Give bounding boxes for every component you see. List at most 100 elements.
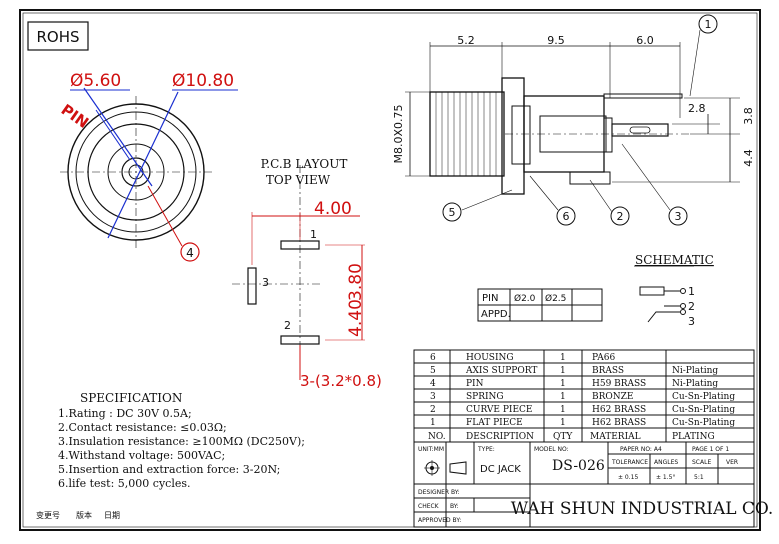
bom-cell-desc: PIN [466, 379, 484, 389]
schem-wire-3 [647, 311, 680, 323]
pin-table-d25: Ø2.5 [545, 293, 566, 304]
projection-symbol-icon [424, 460, 467, 476]
callout-4-leader [147, 185, 183, 247]
dim-outer-diameter: Ø10.80 [172, 71, 234, 91]
bom-h-qty: QTY [553, 432, 573, 442]
callout-1-circle [698, 14, 718, 34]
bom-h-plating: PLATING [672, 432, 715, 442]
pcb-dim-v2: 4.40 [346, 299, 366, 337]
bom-cell-desc: FLAT PIECE [466, 418, 523, 428]
page-no: PAGE 1 OF 1 [692, 446, 729, 453]
bom-cell-no: 2 [430, 405, 436, 415]
pcb-holes-note: 3-(3.2*0.8) [300, 372, 382, 390]
thread-dim: M8.0X0.75 [392, 104, 405, 163]
approved-label: APPROVED BY: [418, 517, 461, 524]
rohs-box [27, 21, 89, 51]
schem-pin-1: 1 [688, 285, 695, 298]
terminal-top [603, 93, 683, 99]
bom-cell-material: BRONZE [592, 392, 633, 402]
schem-node-1 [680, 288, 686, 294]
leader-3 [621, 143, 671, 211]
solder-slot [629, 126, 651, 134]
type-value: DC JACK [480, 464, 521, 475]
tolerance-value: ± 0.15 [618, 474, 638, 481]
bom-cell-qty: 1 [560, 405, 566, 415]
dim-f: 4.4 [742, 149, 755, 167]
dim-d: 2.8 [688, 102, 706, 115]
callout-4: 4 [186, 246, 194, 260]
title-block-grid [413, 441, 755, 528]
bom-cell-no: 1 [430, 418, 436, 428]
bom-cell-plating: Cu-Sn-Plating [672, 392, 735, 402]
schematic-title: SCHEMATIC [635, 253, 714, 267]
bom-cell-no: 4 [430, 379, 436, 389]
pin-table-d20: Ø2.0 [514, 293, 536, 304]
bom-cell-material: PA66 [592, 353, 615, 363]
leader-6 [529, 175, 559, 211]
rev-version: 版本 [76, 510, 92, 520]
check-label: CHECK [418, 503, 440, 510]
spec-line-2: 2.Contact resistance: ≤0.03Ω; [58, 421, 227, 434]
callout-3: 3 [675, 210, 682, 223]
callout-5: 5 [449, 206, 456, 219]
spec-line-3: 3.Insulation resistance: ≥100MΩ (DC250V)… [58, 435, 305, 448]
housing-thread [429, 91, 505, 177]
paper-no: PAPER NO: A4 [620, 446, 662, 453]
bom-cell-material: H62 BRASS [592, 405, 646, 415]
callout-2: 2 [617, 210, 624, 223]
pin-label: PIN [58, 101, 92, 132]
bom-h-desc: DESCRIPTION [466, 432, 534, 442]
bom-cell-desc: CURVE PIECE [466, 405, 533, 415]
callout-6: 6 [563, 210, 570, 223]
bom-cell-material: BRASS [592, 366, 624, 376]
model-label: MODEL NO: [534, 446, 569, 453]
schem-node-2 [680, 303, 686, 309]
bom-cell-qty: 1 [560, 379, 566, 389]
schem-pin-2: 2 [688, 300, 695, 313]
pcb-pad-3 [247, 267, 257, 305]
bom-cell-plating: Ni-Plating [672, 366, 718, 376]
leader-1 [689, 29, 701, 97]
bom-h-no: NO. [428, 432, 446, 442]
bom-cell-qty: 1 [560, 418, 566, 428]
unit-label: UNIT:MM [418, 446, 444, 453]
angles-value: ± 1.5° [656, 474, 675, 481]
pcb-dim-top: 4.00 [314, 199, 352, 219]
pin-leader [95, 109, 131, 161]
model-value: DS-026 [552, 458, 605, 474]
bom-table-grid [413, 349, 755, 443]
bom-cell-no: 5 [430, 366, 436, 376]
pin-table-appd: APPD. [481, 309, 511, 320]
housing-flange [501, 77, 525, 195]
tolerance-label: TOLERANCE [611, 459, 648, 466]
bom-cell-desc: AXIS SUPPORT [465, 366, 537, 376]
sheet-inner-border [22, 12, 758, 528]
pcb-pin3-label: 3 [262, 276, 269, 289]
callout-4-circle [180, 242, 200, 262]
leader-5 [461, 189, 513, 211]
spec-line-6: 6.life test: 5,000 cycles. [58, 477, 191, 490]
scale-label: SCALE [692, 459, 711, 466]
pin-cap [603, 117, 613, 153]
bom-cell-no: 3 [430, 392, 436, 402]
pcb-layout [232, 165, 365, 380]
terminal-bottom [569, 171, 611, 185]
thread-lines [435, 92, 497, 176]
angles-label: ANGLES [654, 459, 678, 466]
spec-title: SPECIFICATION [80, 391, 182, 405]
dim-e: 3.8 [742, 107, 755, 125]
scale-value: 5:1 [694, 474, 704, 481]
bom-cell-qty: 1 [560, 392, 566, 402]
spec-line-4: 4.Withstand voltage: 500VAC; [58, 449, 225, 462]
bom-cell-plating: Cu-Sn-Plating [672, 418, 735, 428]
pcb-pin1-label: 1 [310, 228, 317, 241]
pcb-title: P.C.B LAYOUT [261, 157, 348, 171]
bom-cell-material: H62 BRASS [592, 418, 646, 428]
dim-c: 6.0 [636, 34, 654, 47]
dim-leader-inner [83, 87, 153, 187]
schem-pin [639, 286, 665, 296]
pcb-pin2-label: 2 [284, 319, 291, 332]
rev-date: 日期 [104, 511, 120, 520]
schem-pin-3: 3 [688, 315, 695, 328]
